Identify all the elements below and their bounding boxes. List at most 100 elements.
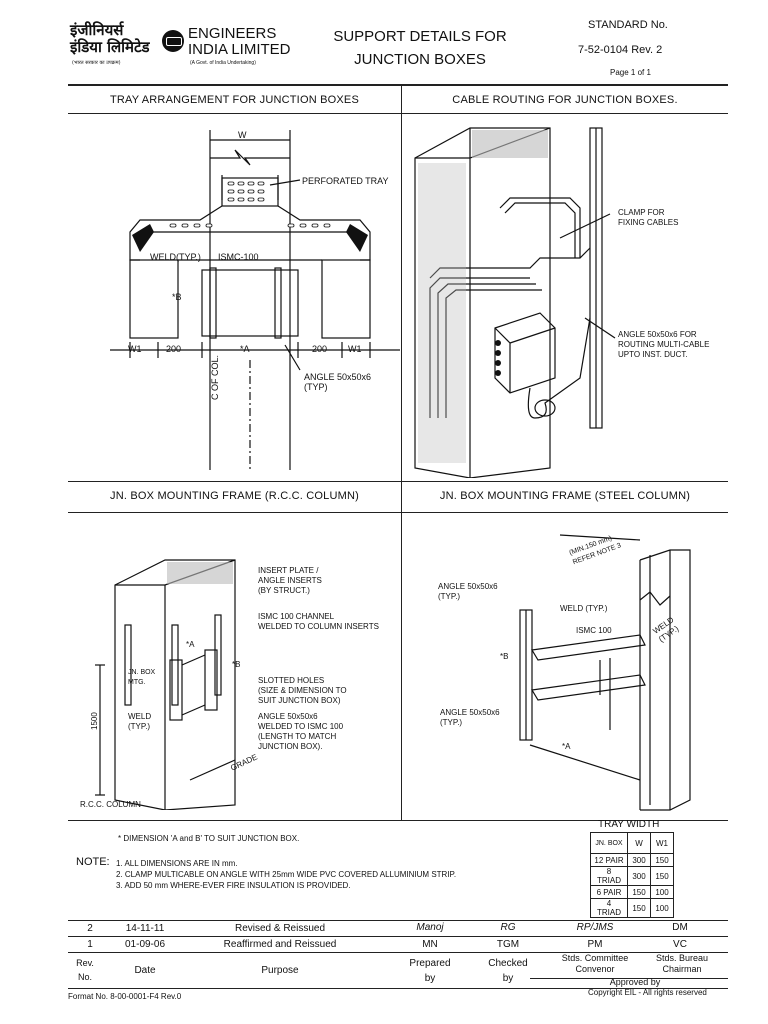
- steel-label-weld: WELD (TYP.): [560, 604, 608, 613]
- table-row: 6 PAIR 150 100: [590, 885, 674, 899]
- steel-label-b: *B: [500, 652, 509, 661]
- tray-label-perforated: PERFORATED TRAY: [302, 176, 389, 186]
- tray-label-ismc: ISMC-100: [218, 252, 259, 262]
- tray-label-w1-right: W1: [348, 344, 362, 354]
- rev-date-2: 14-11-11: [125, 923, 165, 934]
- table-cell: 150: [650, 866, 674, 886]
- company-name-line2: INDIA LIMITED: [188, 41, 291, 58]
- rev-purpose-1: Reaffirmed and Reissued: [223, 939, 337, 950]
- tray-width-table: JN. BOX W W1 12 PAIR 300 150 8 TRIAD 300…: [590, 832, 674, 918]
- rev-chairman-1: VC: [673, 939, 687, 950]
- tray-label-200-left: 200: [166, 344, 182, 354]
- rev-date-1: 01-09-06: [124, 939, 166, 950]
- tray-label-column-centre: C OF COL.: [210, 354, 220, 400]
- section-title-steel: JN. BOX MOUNTING FRAME (STEEL COLUMN): [439, 490, 691, 502]
- steel-label-ismc: ISMC 100: [576, 626, 612, 635]
- rcc-label-angle: ANGLE 50x50x6 WELDED TO ISMC 100 (LENGTH…: [258, 712, 344, 751]
- tray-label-w: W: [238, 130, 247, 140]
- header-checked: Checked by: [488, 958, 528, 984]
- rev-convenor-1: PM: [587, 939, 603, 950]
- header-approved-by: Approved by: [609, 977, 661, 987]
- section-title-rcc: JN. BOX MOUNTING FRAME (R.C.C. COLUMN): [110, 490, 359, 502]
- format-number: Format No. 8-00-0001-F4 Rev.0: [68, 992, 182, 1001]
- routing-label-angle: ANGLE 50x50x6 FOR ROUTING MULTI-CABLE UP…: [618, 330, 710, 359]
- header-w: W: [627, 832, 651, 854]
- rcc-label-1500: 1500: [90, 712, 99, 730]
- company-subtitle: (A Govt. of India Undertaking): [190, 60, 256, 66]
- rcc-label-ismc: ISMC 100 CHANNEL WELDED TO COLUMN INSERT…: [258, 612, 379, 631]
- dimension-note: * DIMENSION 'A and B' TO SUIT JUNCTION B…: [118, 834, 300, 843]
- company-hindi-subtitle: (भारत सरकार का उपक्रम): [72, 60, 121, 66]
- table-cell: 300: [627, 866, 651, 886]
- document-title-line2: JUNCTION BOXES: [354, 51, 486, 68]
- table-row: 12 PAIR 300 150: [590, 853, 674, 867]
- table-cell: 100: [650, 885, 674, 899]
- tray-label-weld: WELD(TYP.): [150, 252, 201, 262]
- rcc-label-column: R.C.C. COLUMN: [80, 800, 141, 809]
- table-cell: 8 TRIAD: [590, 866, 628, 886]
- rev-prepared-2: Manoj: [416, 922, 444, 933]
- tray-label-w1-left: W1: [128, 344, 142, 354]
- header-divider: [68, 84, 728, 86]
- table-row: 4 TRIAD 150 100: [590, 898, 674, 918]
- header-rev-no: Rev. No.: [76, 958, 94, 982]
- header-chairman: Stds. Bureau Chairman: [655, 953, 709, 974]
- tray-width-title: TRAY WIDTH: [598, 819, 660, 830]
- rcc-label-insert: INSERT PLATE / ANGLE INSERTS (BY STRUCT.…: [258, 566, 322, 595]
- header-jn-box: JN. BOX: [590, 832, 628, 854]
- tray-label-a: *A: [240, 344, 250, 354]
- header-w1: W1: [650, 832, 674, 854]
- copyright: Copyright EIL - All rights reserved: [588, 988, 707, 997]
- section-title-tray: TRAY ARRANGEMENT FOR JUNCTION BOXES: [109, 94, 360, 106]
- header-purpose: Purpose: [261, 965, 299, 976]
- table-cell: 300: [627, 853, 651, 867]
- section-title-routing: CABLE ROUTING FOR JUNCTION BOXES.: [452, 94, 678, 106]
- steel-label-a: *A: [562, 742, 571, 751]
- table-cell: 100: [650, 898, 674, 918]
- tray-label-angle: ANGLE 50x50x6 (TYP): [304, 372, 372, 392]
- note-item-2: 2. CLAMP MULTICABLE ON ANGLE WITH 25mm W…: [116, 870, 457, 879]
- rev-convenor-2: RP/JMS: [576, 922, 614, 933]
- rev-number-1: 1: [87, 939, 93, 950]
- notes-divider: [68, 820, 728, 821]
- rcc-label-b: *B: [232, 660, 241, 669]
- row1-bottom-divider: [68, 481, 728, 482]
- rev-checked-1: TGM: [496, 939, 520, 950]
- document-title-line1: SUPPORT DETAILS FOR: [333, 28, 507, 45]
- rcc-label-jnbox: JN. BOX MTG.: [128, 669, 156, 686]
- standard-number: 7-52-0104 Rev. 2: [578, 44, 663, 56]
- row1-title-divider: [68, 113, 728, 114]
- page-number: Page 1 of 1: [610, 68, 651, 77]
- tray-label-200-right: 200: [312, 344, 328, 354]
- table-cell: 4 TRIAD: [590, 898, 628, 918]
- company-logo: [162, 30, 184, 52]
- company-name-line1: ENGINEERS: [188, 25, 277, 42]
- standard-label: STANDARD No.: [588, 19, 668, 31]
- center-divider: [401, 86, 402, 820]
- table-cell: 150: [650, 853, 674, 867]
- table-row: 8 TRIAD 300 150: [590, 866, 674, 886]
- table-cell: 150: [627, 898, 651, 918]
- table-row: JN. BOX W W1: [590, 832, 674, 854]
- header-prepared: Prepared by: [409, 958, 451, 984]
- table-cell: 6 PAIR: [590, 885, 628, 899]
- header-convenor: Stds. Committee Convenor: [561, 953, 629, 974]
- routing-label-clamp: CLAMP FOR FIXING CABLES: [618, 208, 679, 227]
- note-item-3: 3. ADD 50 mm WHERE-EVER FIRE INSULATION …: [116, 881, 351, 890]
- cable-routing-drawing: [414, 127, 616, 478]
- rev-prepared-1: MN: [422, 939, 438, 950]
- note-item-1: 1. ALL DIMENSIONS ARE IN mm.: [116, 859, 238, 868]
- header-date: Date: [134, 965, 156, 976]
- rcc-label-a: *A: [186, 640, 195, 649]
- company-hindi-name: इंजीनियर्स इंडिया लिमिटेड: [70, 21, 150, 56]
- rev-checked-2: RG: [500, 922, 516, 933]
- rcc-column-drawing: [95, 559, 236, 810]
- steel-column-drawing: [519, 534, 691, 811]
- table-cell: 12 PAIR: [590, 853, 628, 867]
- table-cell: 150: [627, 885, 651, 899]
- notes-label: NOTE:: [76, 856, 110, 868]
- steel-label-angle-top: ANGLE 50x50x6 (TYP.): [438, 582, 498, 601]
- tray-label-b: *B: [172, 292, 182, 302]
- rev-purpose-2: Revised & Reissued: [234, 923, 326, 934]
- rcc-label-weld: WELD (TYP.): [128, 712, 152, 731]
